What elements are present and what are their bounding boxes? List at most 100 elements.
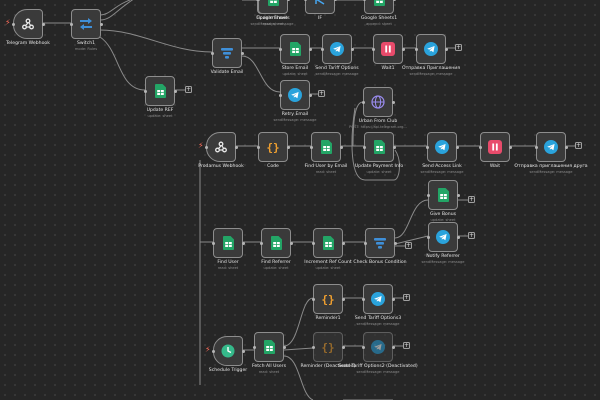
connector-handle[interactable] bbox=[534, 145, 538, 149]
connector-handle[interactable] bbox=[393, 241, 397, 245]
connector-handle[interactable] bbox=[286, 145, 290, 149]
connector-handle[interactable] bbox=[391, 100, 395, 104]
add-node-button[interactable]: + bbox=[403, 294, 410, 301]
node-reminder1[interactable]: {} bbox=[313, 284, 343, 314]
connector-handle[interactable] bbox=[564, 145, 568, 149]
connector-handle[interactable] bbox=[211, 241, 215, 245]
connector-handle[interactable] bbox=[278, 93, 282, 97]
add-node-button[interactable]: + bbox=[468, 232, 475, 239]
connector-handle[interactable] bbox=[252, 345, 256, 349]
connector-handle[interactable] bbox=[311, 297, 315, 301]
connector-handle[interactable] bbox=[143, 89, 147, 93]
connector-handle[interactable] bbox=[303, 0, 307, 1]
connector-handle[interactable] bbox=[308, 93, 312, 97]
connector-handle[interactable] bbox=[339, 145, 343, 149]
node-give-bonus[interactable] bbox=[428, 180, 458, 210]
connector-handle[interactable] bbox=[320, 47, 324, 51]
node-urban-from-club[interactable] bbox=[363, 87, 393, 117]
connector-handle[interactable] bbox=[391, 297, 395, 301]
connector-handle[interactable] bbox=[401, 47, 405, 51]
connector-handle[interactable] bbox=[99, 22, 103, 26]
connector-handle[interactable] bbox=[341, 297, 345, 301]
add-node-button[interactable]: + bbox=[575, 142, 582, 149]
add-node-button[interactable]: + bbox=[403, 342, 410, 349]
connector-handle[interactable] bbox=[241, 349, 245, 353]
connector-handle[interactable] bbox=[456, 235, 460, 239]
node-validate-email[interactable] bbox=[212, 38, 242, 68]
connector-handle[interactable] bbox=[311, 345, 315, 349]
connector-handle[interactable] bbox=[426, 193, 430, 197]
node-otpravka1[interactable] bbox=[416, 34, 446, 64]
node-update-ref[interactable] bbox=[145, 76, 175, 106]
node-telegram-webhook[interactable] bbox=[13, 9, 43, 39]
node-send-access-link[interactable] bbox=[427, 132, 457, 162]
connector-handle[interactable] bbox=[241, 241, 245, 245]
connector-handle[interactable] bbox=[282, 345, 286, 349]
node-top-node-4[interactable] bbox=[364, 0, 394, 14]
connector-handle[interactable] bbox=[173, 89, 177, 93]
node-retry-email[interactable] bbox=[280, 80, 310, 110]
connector-handle[interactable] bbox=[362, 145, 366, 149]
node-send-tariff-options2[interactable] bbox=[363, 332, 393, 362]
node-prodamus-webhook[interactable] bbox=[206, 132, 236, 162]
connector-handle[interactable] bbox=[361, 297, 365, 301]
connector-handle[interactable] bbox=[234, 145, 238, 149]
add-node-button[interactable]: + bbox=[318, 90, 325, 97]
connector-handle[interactable] bbox=[341, 345, 345, 349]
connector-handle[interactable] bbox=[363, 241, 367, 245]
connector-handle[interactable] bbox=[256, 145, 260, 149]
node-wait[interactable] bbox=[480, 132, 510, 162]
node-update-payment-info[interactable] bbox=[364, 132, 394, 162]
connector-handle[interactable] bbox=[69, 22, 73, 26]
connector-handle[interactable] bbox=[41, 22, 45, 26]
node-find-referrer[interactable] bbox=[261, 228, 291, 258]
connector-handle[interactable] bbox=[361, 345, 365, 349]
node-fetch-all-users[interactable] bbox=[254, 332, 284, 362]
node-top-node-2[interactable] bbox=[258, 0, 288, 14]
node-wait1[interactable] bbox=[373, 34, 403, 64]
connector-handle[interactable] bbox=[455, 145, 459, 149]
node-send-tariff-options[interactable] bbox=[322, 34, 352, 64]
add-node-button[interactable]: + bbox=[405, 242, 412, 249]
connector-handle[interactable] bbox=[240, 51, 244, 55]
node-find-user[interactable] bbox=[213, 228, 243, 258]
add-node-button[interactable]: + bbox=[455, 44, 462, 51]
add-node-button[interactable]: + bbox=[185, 86, 192, 93]
connector-handle[interactable] bbox=[311, 241, 315, 245]
connector-handle[interactable] bbox=[308, 47, 312, 51]
node-increment-ref-count[interactable] bbox=[313, 228, 343, 258]
connector-handle[interactable] bbox=[392, 0, 396, 1]
node-store-email[interactable] bbox=[280, 34, 310, 64]
connector-handle[interactable] bbox=[444, 47, 448, 51]
node-check-bonus-condition[interactable] bbox=[365, 228, 395, 258]
connector-handle[interactable] bbox=[392, 145, 396, 149]
add-node-button[interactable]: + bbox=[468, 196, 475, 203]
connector-handle[interactable] bbox=[478, 145, 482, 149]
node-top-node-3[interactable] bbox=[305, 0, 335, 14]
node-otpravka2[interactable] bbox=[536, 132, 566, 162]
connector-handle[interactable] bbox=[341, 241, 345, 245]
connector-handle[interactable] bbox=[414, 47, 418, 51]
connector-handle[interactable] bbox=[11, 22, 15, 26]
connector-handle[interactable] bbox=[425, 145, 429, 149]
connector-handle[interactable] bbox=[361, 100, 365, 104]
connector-handle[interactable] bbox=[259, 241, 263, 245]
connector-handle[interactable] bbox=[333, 0, 337, 1]
connector-handle[interactable] bbox=[426, 235, 430, 239]
node-send-tariff-options3[interactable] bbox=[363, 284, 393, 314]
connector-handle[interactable] bbox=[210, 51, 214, 55]
connector-handle[interactable] bbox=[391, 345, 395, 349]
connector-handle[interactable] bbox=[350, 47, 354, 51]
connector-handle[interactable] bbox=[362, 0, 366, 1]
node-schedule-trigger[interactable] bbox=[213, 336, 243, 366]
connector-handle[interactable] bbox=[508, 145, 512, 149]
node-reminder-deact[interactable]: {} bbox=[313, 332, 343, 362]
connector-handle[interactable] bbox=[278, 47, 282, 51]
connector-handle[interactable] bbox=[456, 193, 460, 197]
connector-handle[interactable] bbox=[211, 349, 215, 353]
node-switch[interactable] bbox=[71, 9, 101, 39]
connector-handle[interactable] bbox=[256, 0, 260, 1]
node-find-user-by-email[interactable] bbox=[311, 132, 341, 162]
node-code[interactable]: {} bbox=[258, 132, 288, 162]
